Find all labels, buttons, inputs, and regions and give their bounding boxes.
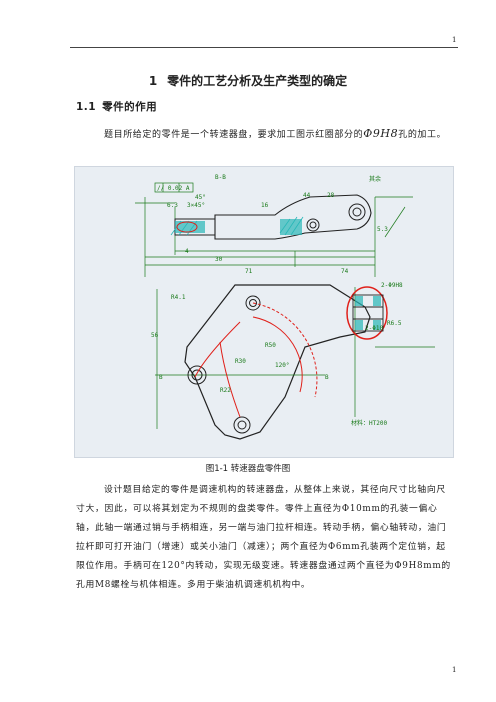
label-dim-9: 71 [245,268,253,275]
intro-text-end: 孔的加工。 [398,130,447,140]
label-dim-5: 28 [327,192,335,199]
label-r22: R22 [220,387,231,394]
intro-text: 题目所给定的零件是一个转速器盘，要求加工图示红圈部分的 [104,130,364,140]
label-dim-6: 5.3 [377,226,388,233]
label-dim-7: 30 [215,256,223,263]
part-drawing: B-B 其余 // 0.02 A 3×45° 6.3 45° 16 44 28 … [135,174,435,440]
label-dim-3: 16 [261,202,269,209]
label-dim-10: 74 [341,268,349,275]
label-dim-4: 44 [303,192,311,199]
label-view-bb: B-B [215,174,226,181]
chapter-number: 1 [148,74,158,88]
label-dim-1: 3×45° [187,202,205,209]
label-56: 56 [151,332,159,339]
label-2-phi9h8: 2-Φ9H8 [381,282,403,289]
phi-symbol: Φ9H8 [363,127,399,140]
section-number: 1.1 [76,101,97,113]
section-title-text: 零件的作用 [102,101,158,113]
chapter-title: 1 零件的工艺分析及生产类型的确定 [0,72,496,89]
label-material: 材料：HT200 [351,419,387,427]
chapter-title-text: 零件的工艺分析及生产类型的确定 [167,74,348,88]
header-rule [70,47,458,48]
label-b-right: B [325,374,329,381]
label-r50: R50 [265,342,276,349]
section-title: 1.1 零件的作用 [76,99,157,114]
label-tolerance: // 0.02 A [157,185,190,192]
paragraph-description: 设计题目给定的零件是调速机构的转速器盘，从整体上来说，其径向尺寸比轴向尺寸大，因… [76,481,454,595]
label-dim-8: 4 [185,248,189,255]
label-b-left: B [159,374,163,381]
figure-caption: 图1-1 转速器盘零件图 [205,464,291,474]
label-dim-0: 6.3 [167,202,178,209]
label-2-phi10: 2-Φ10 [365,325,383,332]
part-drawing-figure: B-B 其余 // 0.02 A 3×45° 6.3 45° 16 44 28 … [74,166,454,458]
label-dim-2: 45° [195,194,206,201]
page-number-bottom: 1 [452,666,457,674]
label-r41: R4.1 [171,294,186,301]
page-number-top: 1 [452,36,457,44]
label-roughness: 其余 [369,175,381,183]
label-120deg: 120° [275,362,289,369]
description-text: 设计题目给定的零件是调速机构的转速器盘，从整体上来说，其径向尺寸比轴向尺寸大，因… [76,485,451,590]
label-r65: R6.5 [387,320,402,327]
label-r30: R30 [235,358,246,365]
paragraph-intro: 题目所给定的零件是一个转速器盘，要求加工图示红圈部分的Φ9H8孔的加工。 [76,125,454,144]
